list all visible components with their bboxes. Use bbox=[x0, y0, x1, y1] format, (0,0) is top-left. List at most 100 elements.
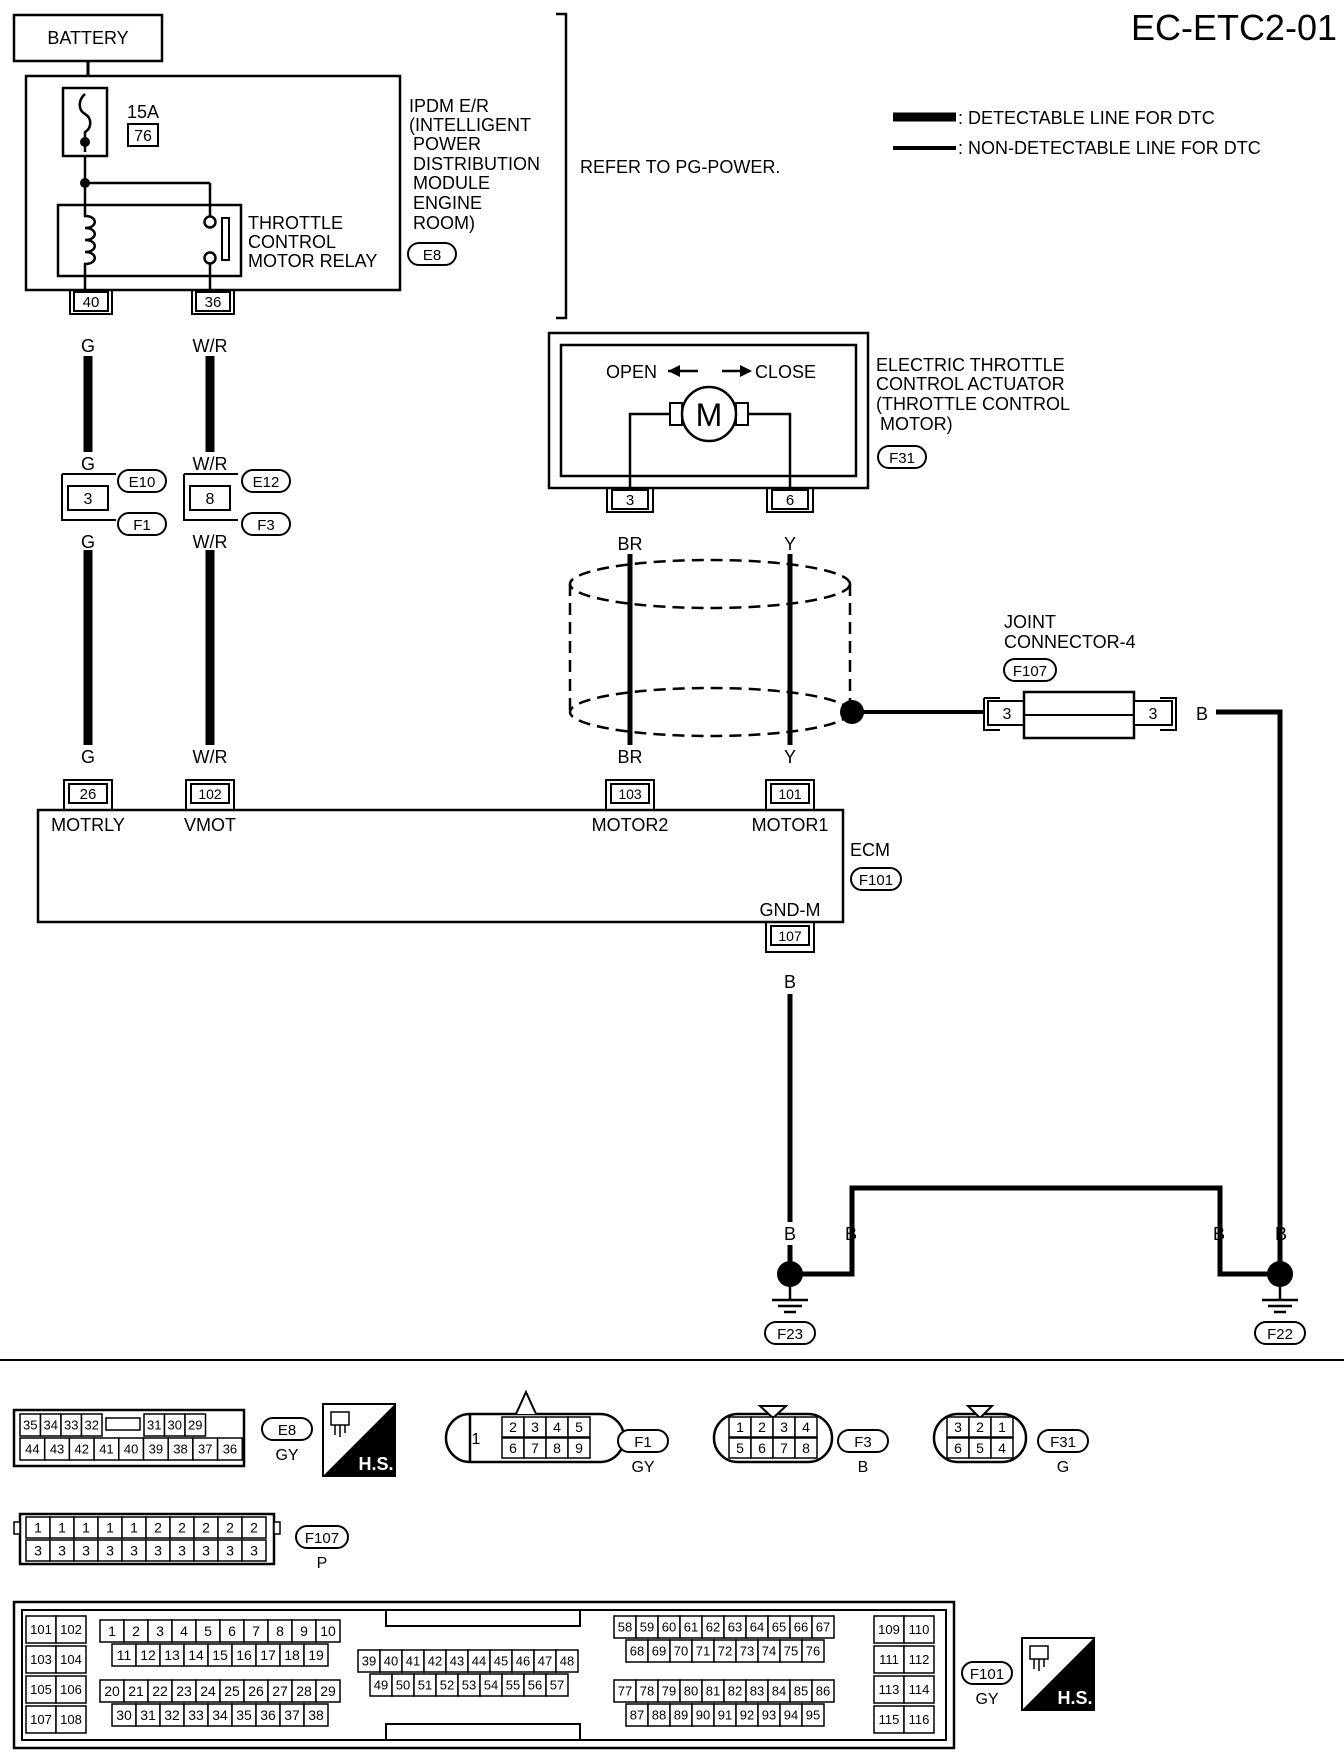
cv-f101-pin-110-label: 110 bbox=[909, 1622, 930, 1637]
cv-f31-pin-5-label: 5 bbox=[976, 1440, 984, 1456]
cv-f101-pin-2-label: 2 bbox=[132, 1623, 140, 1639]
cv-f101-pin-3-label: 3 bbox=[156, 1623, 164, 1639]
cv-f101-pin-16-label: 16 bbox=[236, 1647, 252, 1663]
refer-pg-power: REFER TO PG-POWER. bbox=[580, 157, 780, 177]
fuse-number-box bbox=[127, 123, 159, 147]
cv-f101-pin-94-label: 94 bbox=[784, 1708, 798, 1723]
cv-f101-pin-104-label: 104 bbox=[60, 1652, 82, 1667]
cv-e8-pin-41-label: 41 bbox=[99, 1442, 113, 1457]
wire-wr-label-3: W/R bbox=[193, 532, 228, 552]
cv-f101-pin-86 bbox=[811, 1679, 835, 1703]
cv-f101-pin-102-label: 102 bbox=[60, 1622, 82, 1637]
cv-e8-pin-32-label: 32 bbox=[85, 1418, 99, 1433]
cv-f107-badge bbox=[295, 1525, 349, 1549]
ipdm-label-2: (INTELLIGENT bbox=[409, 115, 531, 135]
cv-f101-pin-64-label: 64 bbox=[750, 1620, 764, 1635]
cv-f101-pin-63-label: 63 bbox=[728, 1620, 742, 1635]
ipdm-terminal-36: 36 bbox=[191, 290, 235, 315]
cv-f101-pin-33-label: 33 bbox=[188, 1707, 204, 1723]
cv-f1-pin-9-label: 9 bbox=[575, 1440, 583, 1456]
page-id: EC-ETC2-01 bbox=[1131, 7, 1337, 48]
cv-f101-pin-65-label: 65 bbox=[772, 1620, 786, 1635]
inline-connector-e12-f3: 8 E12 F3 bbox=[183, 469, 291, 536]
cv-f3-pin-4 bbox=[794, 1416, 818, 1438]
cv-f101-pin-114-label: 114 bbox=[909, 1682, 930, 1697]
fuse-rating: 15A bbox=[127, 102, 159, 122]
e12-badge bbox=[241, 469, 291, 493]
cv-f101-pin-5-label: 5 bbox=[204, 1623, 212, 1639]
cv-f101-pin-104 bbox=[55, 1645, 87, 1674]
cv-f101-pin-51-label: 51 bbox=[418, 1678, 432, 1693]
cv-f3-pin-2-label: 2 bbox=[758, 1419, 766, 1435]
wire-y-label-1: Y bbox=[784, 534, 796, 554]
joint-to-ground-wire bbox=[1216, 709, 1283, 1245]
cv-f101-pin-86-label: 86 bbox=[816, 1684, 830, 1699]
relay-box bbox=[56, 203, 243, 278]
cv-f107-pin-1-label: 1 bbox=[34, 1520, 42, 1536]
cv-f101-pin-28-label: 28 bbox=[296, 1683, 312, 1699]
cv-f101-pin-101 bbox=[25, 1615, 57, 1644]
cv-f101-pin-107 bbox=[25, 1705, 57, 1734]
ground-f22-icon bbox=[1262, 1298, 1298, 1314]
relay-contact-top-icon bbox=[203, 215, 217, 229]
cv-f101-pin-71-label: 71 bbox=[696, 1644, 710, 1659]
joint-connector-id: F107 bbox=[1013, 663, 1047, 680]
cv-f107-pin-2-label: 2 bbox=[250, 1520, 258, 1536]
cv-f101-pin-72-label: 72 bbox=[718, 1644, 732, 1659]
ipdm-bracket bbox=[556, 12, 568, 320]
cv-e8-pin-43-label: 43 bbox=[50, 1442, 64, 1457]
cv-f101-pin-59-label: 59 bbox=[640, 1620, 654, 1635]
cv-f107-pin-2-label: 2 bbox=[202, 1520, 210, 1536]
cv-f107-pin-3-label: 3 bbox=[202, 1543, 210, 1559]
cv-f101-pin-106 bbox=[55, 1675, 87, 1704]
fuse-number: 76 bbox=[134, 128, 152, 145]
ecm-terminal-107-pin: 107 bbox=[778, 928, 802, 944]
cv-f101-pin-50-label: 50 bbox=[396, 1678, 410, 1693]
wire-br-label-1: BR bbox=[617, 534, 642, 554]
ecm-terminal-102: 102 bbox=[185, 779, 235, 810]
cv-f101-pin-95-label: 95 bbox=[806, 1708, 820, 1723]
cv-f101-pin-116-label: 116 bbox=[909, 1712, 930, 1727]
cv-f101-pin-110 bbox=[903, 1615, 935, 1644]
cv-f101-pin-48-label: 48 bbox=[560, 1654, 574, 1669]
cv-f101-pin-24-label: 24 bbox=[200, 1683, 216, 1699]
cv-f1-id: F1 bbox=[634, 1434, 652, 1451]
actuator-outer-box bbox=[547, 331, 870, 490]
cv-e8-pin-35-label: 35 bbox=[23, 1418, 37, 1433]
cv-f101-pin-114 bbox=[903, 1675, 935, 1704]
cv-f101-pin-1-label: 1 bbox=[108, 1623, 116, 1639]
cv-f101-pin-68-label: 68 bbox=[630, 1644, 644, 1659]
cv-f3-pin-5-label: 5 bbox=[736, 1440, 744, 1456]
cv-f3-pin-6-label: 6 bbox=[758, 1440, 766, 1456]
actuator-pin-3-label: 3 bbox=[626, 492, 634, 509]
ground-f22-junction-icon bbox=[1267, 1261, 1293, 1287]
ipdm-terminal-40-label: 40 bbox=[83, 294, 100, 311]
cv-f101-pin-6-label: 6 bbox=[228, 1623, 236, 1639]
cv-f101-pin-116 bbox=[903, 1705, 935, 1734]
ecm-connector-id: F101 bbox=[859, 872, 893, 889]
cv-f107-id: F107 bbox=[305, 1530, 339, 1547]
cv-f101-pin-53-label: 53 bbox=[462, 1678, 476, 1693]
wire-g-label-4: G bbox=[81, 747, 95, 767]
f1-label: F1 bbox=[133, 517, 151, 534]
cv-f101-pin-19 bbox=[303, 1643, 329, 1667]
relay-contact-bottom-icon bbox=[203, 251, 217, 265]
cv-f101-pin-67 bbox=[811, 1615, 835, 1639]
ipdm-connector-id: E8 bbox=[423, 247, 441, 264]
cv-f101-pin-43-label: 43 bbox=[450, 1654, 464, 1669]
motor-brush-right-icon bbox=[735, 402, 749, 426]
wire-wr-label-1: W/R bbox=[193, 336, 228, 356]
cv-f101-pin-74-label: 74 bbox=[762, 1644, 776, 1659]
cv-f107-pin-3-label: 3 bbox=[58, 1543, 66, 1559]
joint-label-1: JOINT bbox=[1004, 612, 1056, 632]
inline-connector-e10-f1: 3 E10 F1 bbox=[61, 469, 167, 536]
cv-f101-pin-82-label: 82 bbox=[728, 1684, 742, 1699]
bridge-b-label-1: B bbox=[845, 1224, 857, 1244]
motor-wire-right bbox=[748, 412, 792, 490]
cv-f101-pin-52-label: 52 bbox=[440, 1678, 454, 1693]
e10-badge bbox=[117, 469, 167, 493]
cv-f101-pin-81-label: 81 bbox=[706, 1684, 720, 1699]
